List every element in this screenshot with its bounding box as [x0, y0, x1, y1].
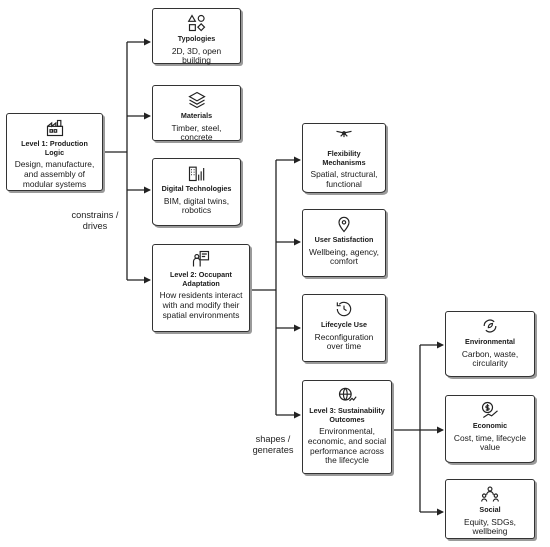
node-title: Environmental [465, 337, 515, 346]
clock-cycle-icon [336, 301, 352, 317]
node-desc: Timber, steel, concrete [171, 122, 222, 143]
edge-label-constrains: constrains / drives [71, 210, 119, 231]
people-group-icon [481, 486, 499, 502]
node-desc: BIM, digital twins, robotics [163, 195, 230, 216]
node-desc: Equity, SDGs, wellbeing [464, 516, 516, 537]
node-flexibility-mechanisms: Flexibility Mechanisms Spatial, structur… [302, 123, 386, 193]
node-environmental: Environmental Carbon, waste, circularity [445, 311, 535, 377]
node-desc: Environmental, economic, and social perf… [307, 426, 387, 466]
node-title: Flexibility Mechanisms [322, 149, 366, 167]
node-level2-occupant-adaptation: Level 2: Occupant Adaptation How residen… [152, 244, 250, 332]
node-title: Economic [472, 421, 508, 430]
node-economic: Economic Cost, time, lifecycle value [445, 395, 535, 463]
node-desc: Design, manufacture, and assembly of mod… [14, 159, 95, 189]
user-pin-icon [338, 216, 350, 233]
node-level3-sustainability-outcomes: Level 3: Sustainability Outcomes Environ… [302, 380, 392, 474]
node-desc: Spatial, structural, functional [310, 169, 378, 189]
node-desc: Carbon, waste, circularity [461, 348, 519, 369]
node-title: Level 3: Sustainability Outcomes [309, 406, 385, 424]
node-lifecycle-use: Lifecycle Use Reconfiguration over time [302, 294, 386, 362]
shapes-icon [187, 14, 205, 32]
node-social: Social Equity, SDGs, wellbeing [445, 479, 535, 539]
network-icon [336, 130, 352, 138]
node-user-satisfaction: User Satisfaction Wellbeing, agency, com… [302, 209, 386, 277]
node-level1-production-logic: Level 1: Production Logic Design, manufa… [6, 113, 103, 191]
node-title: Digital Technologies [161, 184, 232, 193]
node-title: Typologies [177, 34, 216, 43]
layers-icon [187, 91, 206, 109]
edge-label-shapes: shapes / generates [252, 434, 294, 455]
node-desc: Reconfiguration over time [314, 331, 374, 352]
node-materials: Materials Timber, steel, concrete [152, 85, 241, 143]
node-title: Social [479, 505, 501, 514]
node-title: Materials [180, 111, 213, 120]
node-title: Level 2: Occupant Adaptation [170, 270, 232, 288]
building-chart-icon [188, 166, 204, 182]
node-title: Level 1: Production Logic [21, 139, 88, 157]
money-growth-icon [481, 401, 498, 418]
globe-growth-icon [338, 387, 357, 402]
node-desc: 2D, 3D, open building [171, 45, 222, 66]
factory-icon [46, 119, 63, 137]
leaf-cycle-icon [483, 319, 497, 333]
node-desc: Cost, time, lifecycle value [453, 432, 527, 453]
node-desc: How residents interact with and modify t… [159, 290, 243, 320]
node-title: Lifecycle Use [321, 320, 367, 329]
node-title: User Satisfaction [314, 235, 374, 244]
node-typologies: Typologies 2D, 3D, open building [152, 8, 241, 66]
node-desc: Wellbeing, agency, comfort [309, 246, 379, 267]
person-board-icon [192, 250, 210, 267]
node-digital-technologies: Digital Technologies BIM, digital twins,… [152, 158, 241, 226]
